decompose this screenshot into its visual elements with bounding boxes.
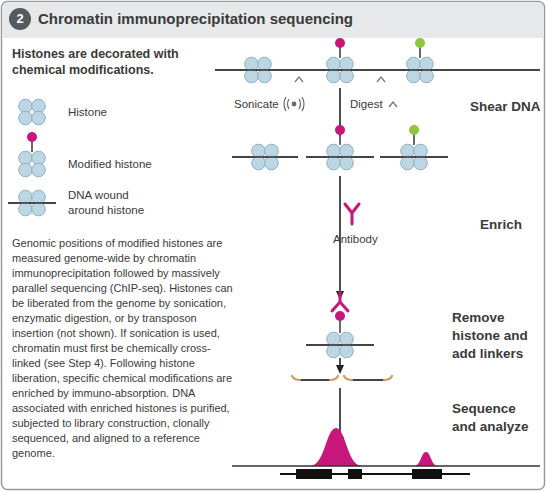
linkered-dna [292,376,392,380]
part-label: Antibody [333,232,378,246]
digest-icon [389,102,397,107]
legend-histone [19,99,46,125]
subheading: Histones are decorated with chemical mod… [12,46,217,78]
panel-title: Chromatin immunoprecipitation sequencing [38,10,353,28]
fragments [232,125,448,170]
description: Genomic positions of modified histones a… [12,236,234,461]
bound-histone [306,292,374,358]
legend-text: DNA wound around histone [68,188,163,218]
legend-text: Modified histone [68,157,152,172]
legend-text: Histone [68,105,107,120]
header-band [2,2,543,38]
sonicate-icon [284,97,304,111]
genome-track [232,428,540,479]
antibody-icon [345,204,359,224]
step-label: Remove histone and add linkers [452,309,544,363]
legend-dna-histone [8,190,56,216]
step-label: Enrich [480,217,522,233]
legend-modified-histone [19,132,46,177]
step-label: Shear DNA [470,99,541,115]
step-action: Sonicate [234,97,279,111]
step-action: Digest [350,97,383,111]
callout-circle [9,8,31,30]
flow-arrow [339,358,341,370]
callout-number: 2 [9,11,31,27]
chromatin-top [215,38,540,83]
step-label: Sequence and analyze [452,400,540,436]
